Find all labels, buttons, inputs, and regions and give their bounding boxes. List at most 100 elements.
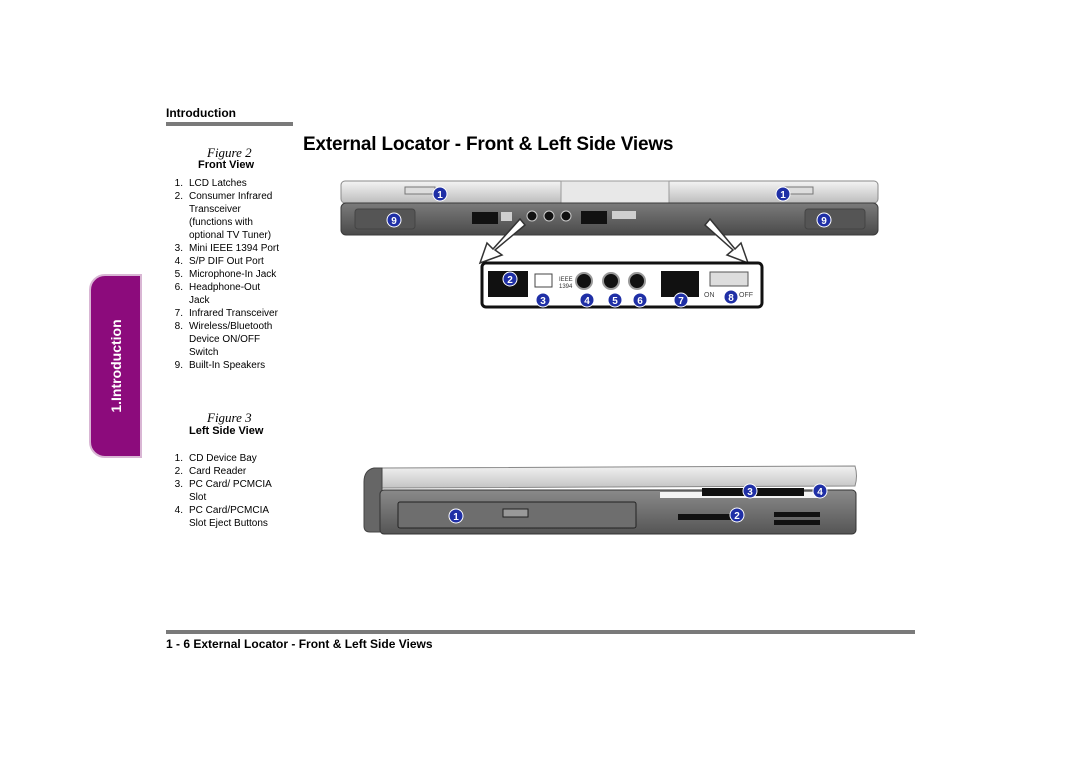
list-item-number: 5. (174, 269, 183, 280)
list-item-text: Infrared Transceiver (189, 307, 278, 320)
callout-9-right: 9 (816, 212, 832, 228)
figure3-list: 1. CD Device Bay 2. Card Reader 3. PC Card/ P… (169, 452, 294, 530)
header-rule (166, 122, 293, 126)
zoom-arrow-left-icon (478, 217, 527, 265)
svg-text:7: 7 (678, 296, 684, 307)
figure2-title: Front View (198, 159, 255, 171)
list-item-line: Infrared Transceiver (189, 308, 278, 319)
left-side-view-image: 1 2 3 4 (363, 465, 857, 535)
list-item-number: 4. (174, 505, 183, 516)
chapter-side-tab[interactable]: 1.Introduction (89, 274, 142, 458)
list-item-text: PC Card/PCMCIA Slot Eject Buttons (189, 504, 269, 530)
footer-rule (166, 630, 915, 634)
list-item-line: S/P DIF Out Port (189, 256, 264, 267)
zoom-callout: 8 (723, 289, 739, 305)
list-item-number: 3. (174, 479, 183, 490)
page-title: External Locator - Front & Left Side Vie… (303, 134, 674, 155)
list-item-line: Transceiver (189, 204, 241, 215)
list-item-line: PC Card/ PCMCIA (189, 479, 272, 490)
svg-text:1: 1 (453, 512, 459, 523)
list-item: 2. Card Reader (169, 465, 294, 478)
svg-text:4: 4 (817, 487, 823, 498)
svg-text:1: 1 (437, 190, 443, 201)
list-item-number: 7. (174, 308, 183, 319)
figure2-label: Figure 2 (207, 145, 252, 160)
side-callout: 2 (729, 507, 745, 523)
list-item-number: 4. (174, 256, 183, 267)
list-item-text: CD Device Bay (189, 452, 257, 465)
list-item: 4. S/P DIF Out Port (169, 255, 294, 268)
zoom-arrow-right-icon (703, 217, 750, 265)
zoom-callout: 3 (535, 292, 551, 308)
list-item: 9. Built-In Speakers (169, 359, 294, 372)
zoom-callout: 6 (632, 292, 648, 308)
list-item-line: (functions with (189, 217, 253, 228)
list-item-number: 8. (174, 321, 183, 332)
list-item: 1. CD Device Bay (169, 452, 294, 465)
list-item-line: Switch (189, 347, 219, 358)
list-item-line: Slot (189, 492, 207, 503)
list-item-line: Microphone-In Jack (189, 269, 277, 280)
callout-1-right: 1 (775, 186, 791, 202)
list-item-text: LCD Latches (189, 177, 247, 190)
list-item-line: Wireless/Bluetooth (189, 321, 273, 332)
svg-text:1394: 1394 (559, 284, 573, 290)
list-item-text: Card Reader (189, 465, 246, 478)
list-item-number: 1. (174, 453, 183, 464)
list-item-number: 2. (174, 466, 183, 477)
callout-1-left: 1 (432, 186, 448, 202)
list-item: 4. PC Card/PCMCIA Slot Eject Buttons (169, 504, 294, 530)
list-item-line: PC Card/PCMCIA (189, 505, 270, 516)
list-item-number: 2. (174, 191, 183, 202)
svg-text:IEEE: IEEE (559, 277, 573, 283)
list-item-line: Mini IEEE 1394 Port (189, 243, 280, 254)
figure3-label: Figure 3 (207, 410, 252, 425)
list-item-line: Built-In Speakers (189, 360, 266, 371)
list-item-number: 1. (174, 178, 183, 189)
list-item-line: Slot Eject Buttons (189, 518, 268, 529)
list-item: 3.Mini IEEE 1394 Port (169, 242, 294, 255)
svg-text:5: 5 (612, 296, 618, 307)
list-item-line: Device ON/OFF (189, 334, 261, 345)
zoom-callout: 7 (673, 292, 689, 308)
list-item-line: Card Reader (189, 466, 247, 477)
svg-text:2: 2 (734, 511, 740, 522)
svg-text:3: 3 (540, 296, 546, 307)
svg-text:6: 6 (637, 296, 643, 307)
list-item: 1. LCD Latches (169, 177, 294, 190)
list-item-text: Built-In Speakers (189, 359, 265, 372)
side-callout: 1 (448, 508, 464, 524)
zoom-callout: 2 (502, 271, 518, 287)
list-item-number: 9. (174, 360, 183, 371)
svg-text:2: 2 (507, 275, 513, 286)
list-item-line: Consumer Infrared (189, 191, 273, 202)
list-item: 5. Microphone-In Jack (169, 268, 294, 281)
list-item-text: S/P DIF Out Port (189, 255, 264, 268)
zoom-callout: 5 (607, 292, 623, 308)
list-item-line: Jack (189, 295, 210, 306)
side-callout: 3 (742, 483, 758, 499)
section-header: Introduction (166, 106, 236, 120)
list-item-text: Mini IEEE 1394 Port (189, 242, 279, 255)
list-item-line: CD Device Bay (189, 453, 257, 464)
list-item-text: Microphone-In Jack (189, 268, 276, 281)
list-item-line: Headphone-Out (189, 282, 261, 293)
list-item: 7. Infrared Transceiver (169, 307, 294, 320)
callout-9-left: 9 (386, 212, 402, 228)
list-item: 3. PC Card/ PCMCIA Slot (169, 478, 294, 504)
list-item-text: PC Card/ PCMCIA Slot (189, 478, 272, 504)
svg-text:1: 1 (780, 190, 786, 201)
svg-text:9: 9 (391, 216, 397, 227)
list-item-line: optional TV Tuner) (189, 230, 272, 241)
svg-text:4: 4 (584, 296, 590, 307)
svg-text:8: 8 (728, 293, 734, 304)
zoom-callout: 4 (579, 292, 595, 308)
svg-text:9: 9 (821, 216, 827, 227)
svg-text:OFF: OFF (739, 292, 753, 299)
list-item-number: 6. (174, 282, 183, 293)
